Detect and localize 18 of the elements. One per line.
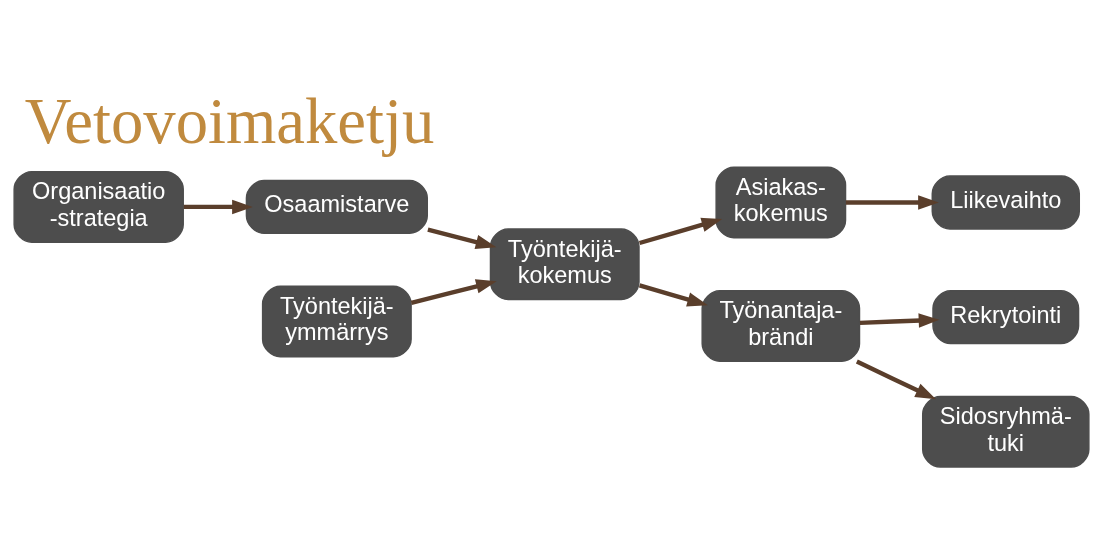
arrow: [855, 359, 936, 399]
node-box: Asiakas- kokemus: [715, 165, 847, 238]
arrow: [859, 312, 940, 328]
node-box: Organisaatio -strategia: [13, 170, 184, 243]
node-box: Työntekijä- ymmärrys: [261, 285, 412, 358]
node-box: Liikevaihto: [931, 174, 1080, 230]
node-box: Työntekijä- kokemus: [489, 227, 640, 300]
node-box: Osaamistarve: [245, 179, 428, 234]
node-box: Työnantaja- brändi: [701, 289, 861, 362]
arrow: [183, 199, 253, 214]
arrow: [427, 227, 497, 249]
arrow: [410, 278, 497, 305]
diagram-title: Vetovoimaketju: [24, 84, 435, 157]
node-box: Sidosryhmä- tuki: [921, 395, 1090, 468]
arrow: [638, 217, 723, 245]
node-box: Rekrytointi: [932, 289, 1080, 344]
arrow: [638, 282, 708, 306]
arrow: [845, 194, 939, 210]
